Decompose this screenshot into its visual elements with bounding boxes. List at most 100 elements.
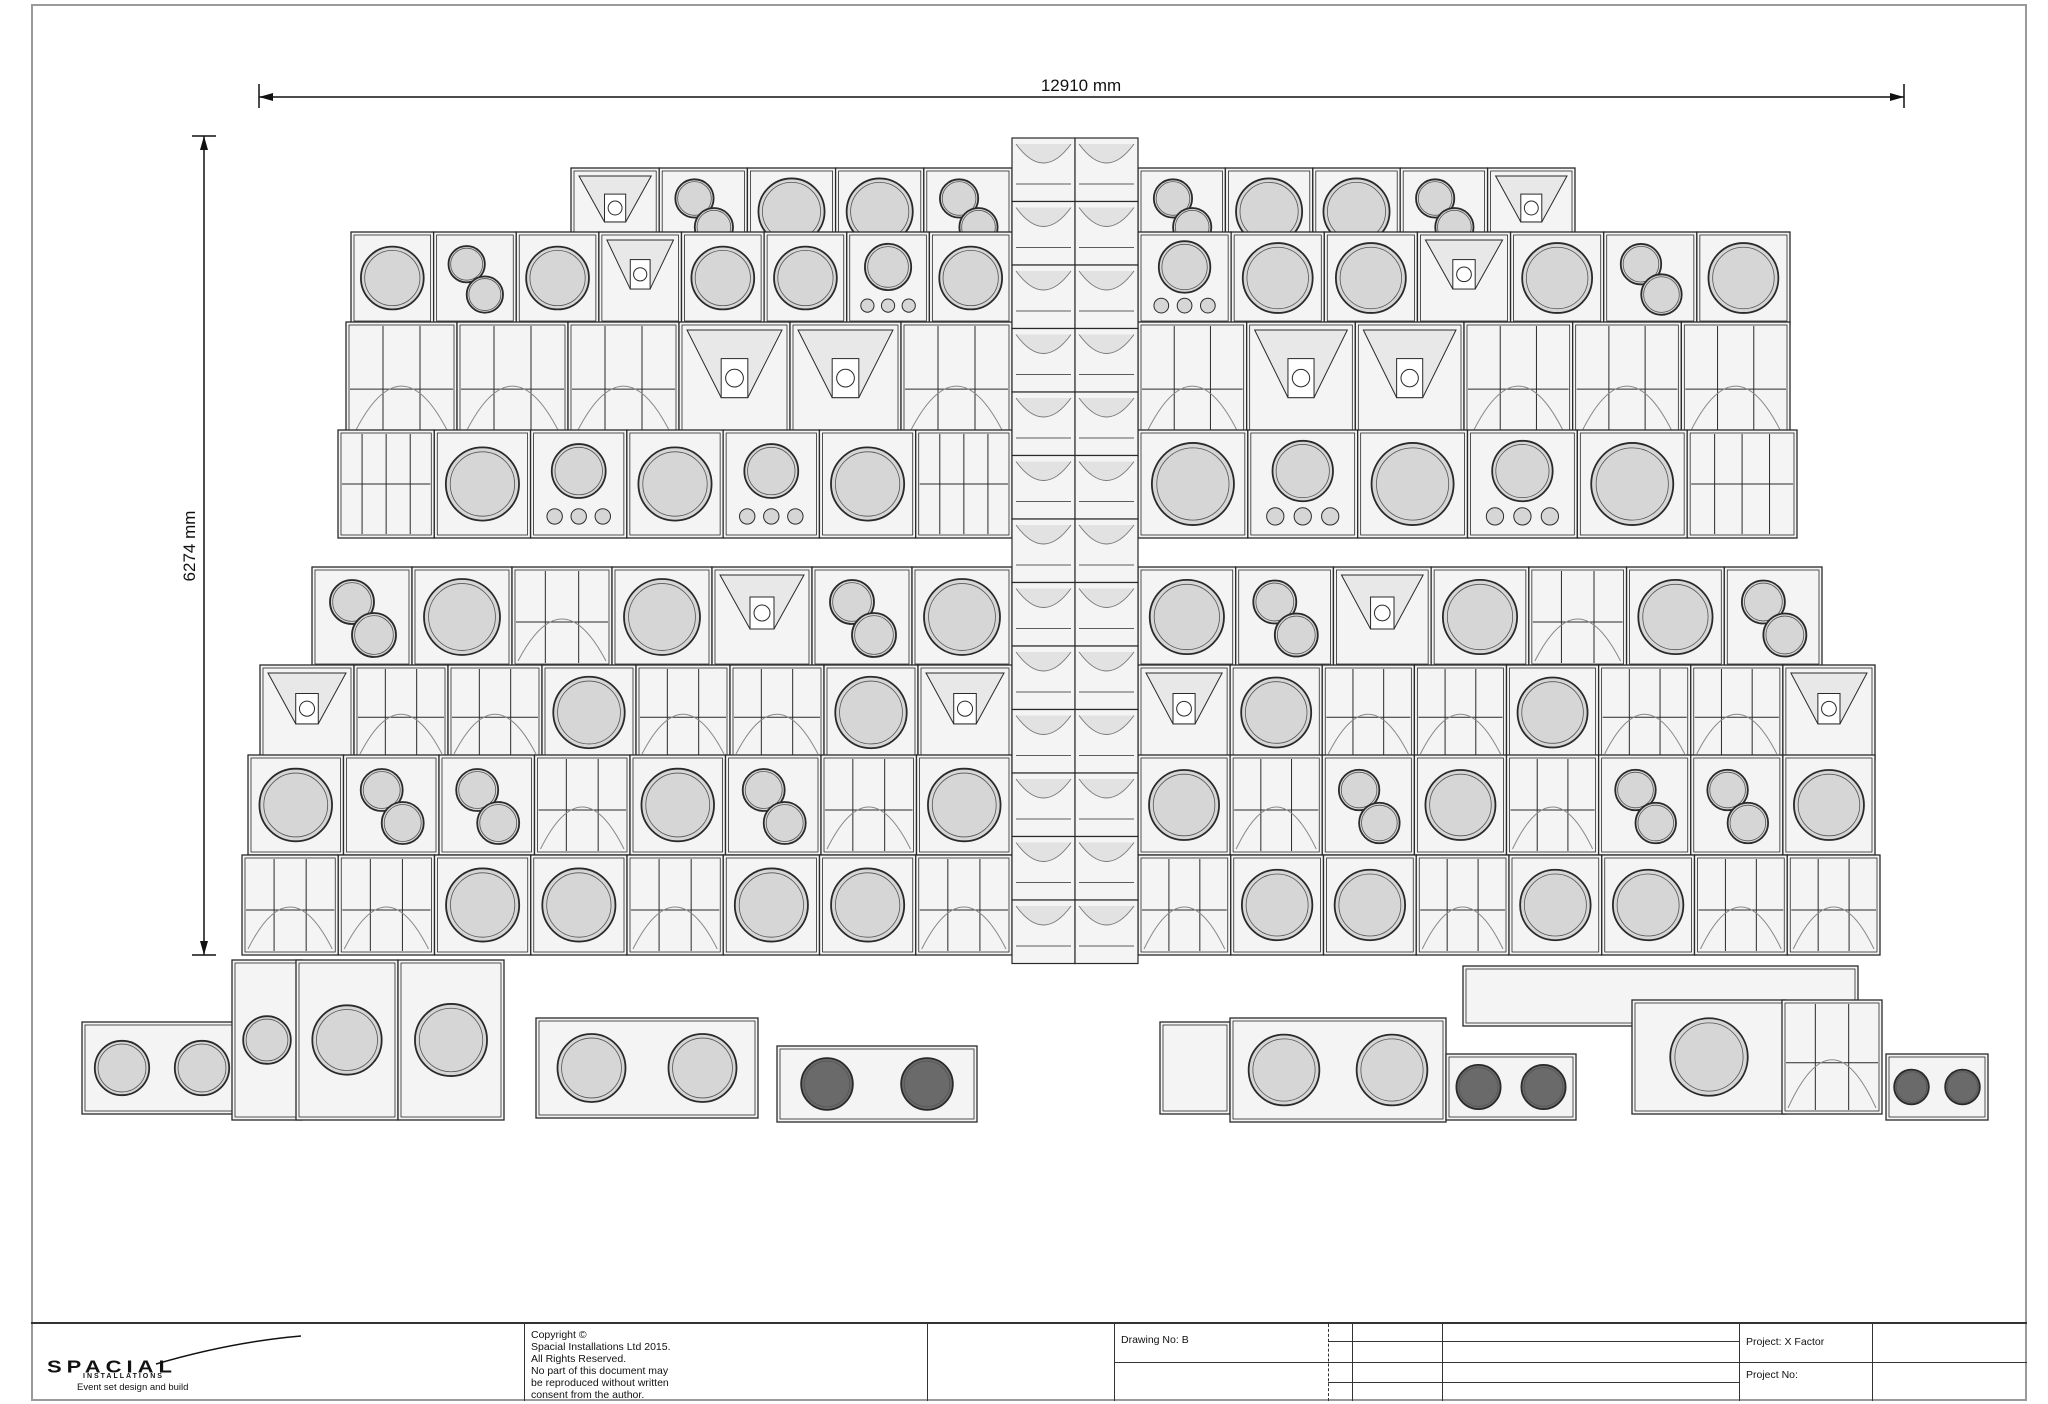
mid-cabinet: [1247, 429, 1359, 539]
woofer-cabinet: [1601, 854, 1696, 956]
woofer-cabinet: [1625, 566, 1725, 668]
woofer-cabinet: [1508, 854, 1603, 956]
woofer-cabinet: [911, 566, 1013, 668]
speaker-cone: [445, 867, 521, 943]
speaker-cone: [552, 675, 626, 750]
folded-horn-cabinet: [456, 321, 569, 445]
speaker-cone: [900, 1057, 954, 1111]
horn-driver-icon: [633, 267, 648, 282]
speaker-cone: [360, 245, 425, 311]
folded-horn-cabinet: [337, 854, 436, 956]
ground-sub: [535, 1017, 759, 1119]
speaker-cone: [173, 1039, 231, 1097]
copyright-line: be reproduced without written: [531, 1377, 669, 1389]
speaker-cone: [541, 867, 617, 943]
woofer-cabinet: [1322, 854, 1417, 956]
revision-divider: [1328, 1382, 1739, 1383]
folded-horn-cabinet: [915, 854, 1013, 956]
folded-horn-cabinet: [626, 854, 724, 956]
speaker-cone: [476, 801, 521, 845]
folded-horn-cabinet: [447, 664, 543, 761]
woofer-cabinet: [1357, 429, 1469, 539]
horn-driver-icon: [1400, 368, 1419, 388]
folded-horn-cabinet: [533, 754, 631, 856]
horn-driver-icon: [836, 368, 855, 388]
woofer-cabinet: [1323, 231, 1419, 325]
speaker-cone: [938, 245, 1003, 311]
speaker-cone: [830, 446, 906, 522]
speaker-cone: [1740, 579, 1786, 625]
speaker-cone: [864, 242, 913, 291]
speaker-cone: [351, 612, 397, 658]
twin-driver-cabinet: [811, 566, 913, 668]
speaker-cone: [1637, 578, 1714, 656]
folded-horn-cabinet: [567, 321, 680, 445]
twin-driver-cabinet: [1321, 754, 1416, 856]
folded-horn-cabinet: [635, 664, 731, 761]
copyright-line: All Rights Reserved.: [531, 1353, 627, 1365]
speaker-cone: [556, 1033, 627, 1103]
speaker-cone: [927, 767, 1002, 843]
speaker-cone: [637, 446, 713, 522]
speaker-cone: [329, 579, 375, 625]
folded-horn-cabinet: [1786, 854, 1881, 956]
mid-cabinet: [1466, 429, 1578, 539]
logo-tagline: Event set design and build: [77, 1382, 189, 1393]
woofer-cabinet: [722, 854, 821, 956]
woofer-cabinet: [763, 231, 848, 325]
height-dimension-label: 6274 mm: [180, 511, 199, 582]
copyright-line: consent from the author.: [531, 1389, 645, 1401]
woofer-cabinet: [928, 231, 1013, 325]
speaker-cone: [1793, 769, 1865, 841]
speaker-cone: [1491, 439, 1554, 503]
ground-sub: [81, 1021, 243, 1115]
speaker-cone: [1640, 273, 1683, 316]
speaker-cone: [1240, 676, 1313, 749]
horn-driver-icon: [1176, 700, 1192, 717]
speaker-stack: [241, 137, 1881, 965]
speaker-cone: [923, 578, 1001, 656]
speaker-cone: [550, 443, 607, 499]
horn-array-cabinet: [1686, 429, 1798, 539]
speaker-cone: [444, 446, 520, 522]
horn-cabinet: [259, 664, 355, 761]
width-dimension: 12910 mm: [258, 76, 1905, 108]
mid-cabinet: [1137, 231, 1232, 325]
mid-cabinet: [846, 231, 931, 325]
woofer-cabinet: [915, 754, 1013, 856]
speaker-cone: [1333, 868, 1407, 942]
copyright-line: Spacial Installations Ltd 2015.: [531, 1341, 671, 1353]
woofer-cabinet: [541, 664, 637, 761]
folded-horn-cabinet: [1781, 999, 1883, 1115]
speaker-cone: [1415, 178, 1456, 219]
ground-sub-dark: [776, 1045, 978, 1123]
woofer-cabinet: [530, 854, 628, 956]
speaker-cone: [762, 801, 807, 845]
speaker-cone: [1424, 769, 1497, 841]
title-block: SPACIAL INSTALLATIONS Event set design a…: [31, 1322, 2027, 1401]
woofer-cabinet: [1576, 429, 1688, 539]
speaker-cone: [667, 1033, 738, 1103]
horn-driver-icon: [298, 700, 316, 717]
speaker-cone: [258, 767, 333, 843]
speaker-cone: [733, 867, 809, 943]
speaker-cone: [1148, 578, 1225, 656]
speaker-cone: [1455, 1064, 1502, 1111]
speaker-cone: [690, 245, 756, 311]
horn-driver-icon: [1291, 368, 1311, 388]
woofer-cabinet: [1137, 566, 1237, 668]
woofer-cabinet: [1696, 231, 1791, 325]
speaker-cone: [830, 867, 906, 943]
folded-horn-cabinet: [1680, 321, 1791, 445]
logo-swoosh-icon: [155, 1335, 302, 1365]
height-dimension: 6274 mm: [180, 135, 216, 956]
folded-horn-cabinet: [1415, 854, 1510, 956]
speaker-cone: [851, 612, 897, 658]
horn-cabinet: [1137, 664, 1231, 761]
centre-line-array: [1011, 137, 1139, 965]
speaker-cone: [1590, 442, 1675, 526]
logo-area: SPACIAL INSTALLATIONS Event set design a…: [31, 1324, 521, 1401]
speaker-cone: [1634, 801, 1677, 845]
horn-cabinet: [1416, 231, 1512, 325]
